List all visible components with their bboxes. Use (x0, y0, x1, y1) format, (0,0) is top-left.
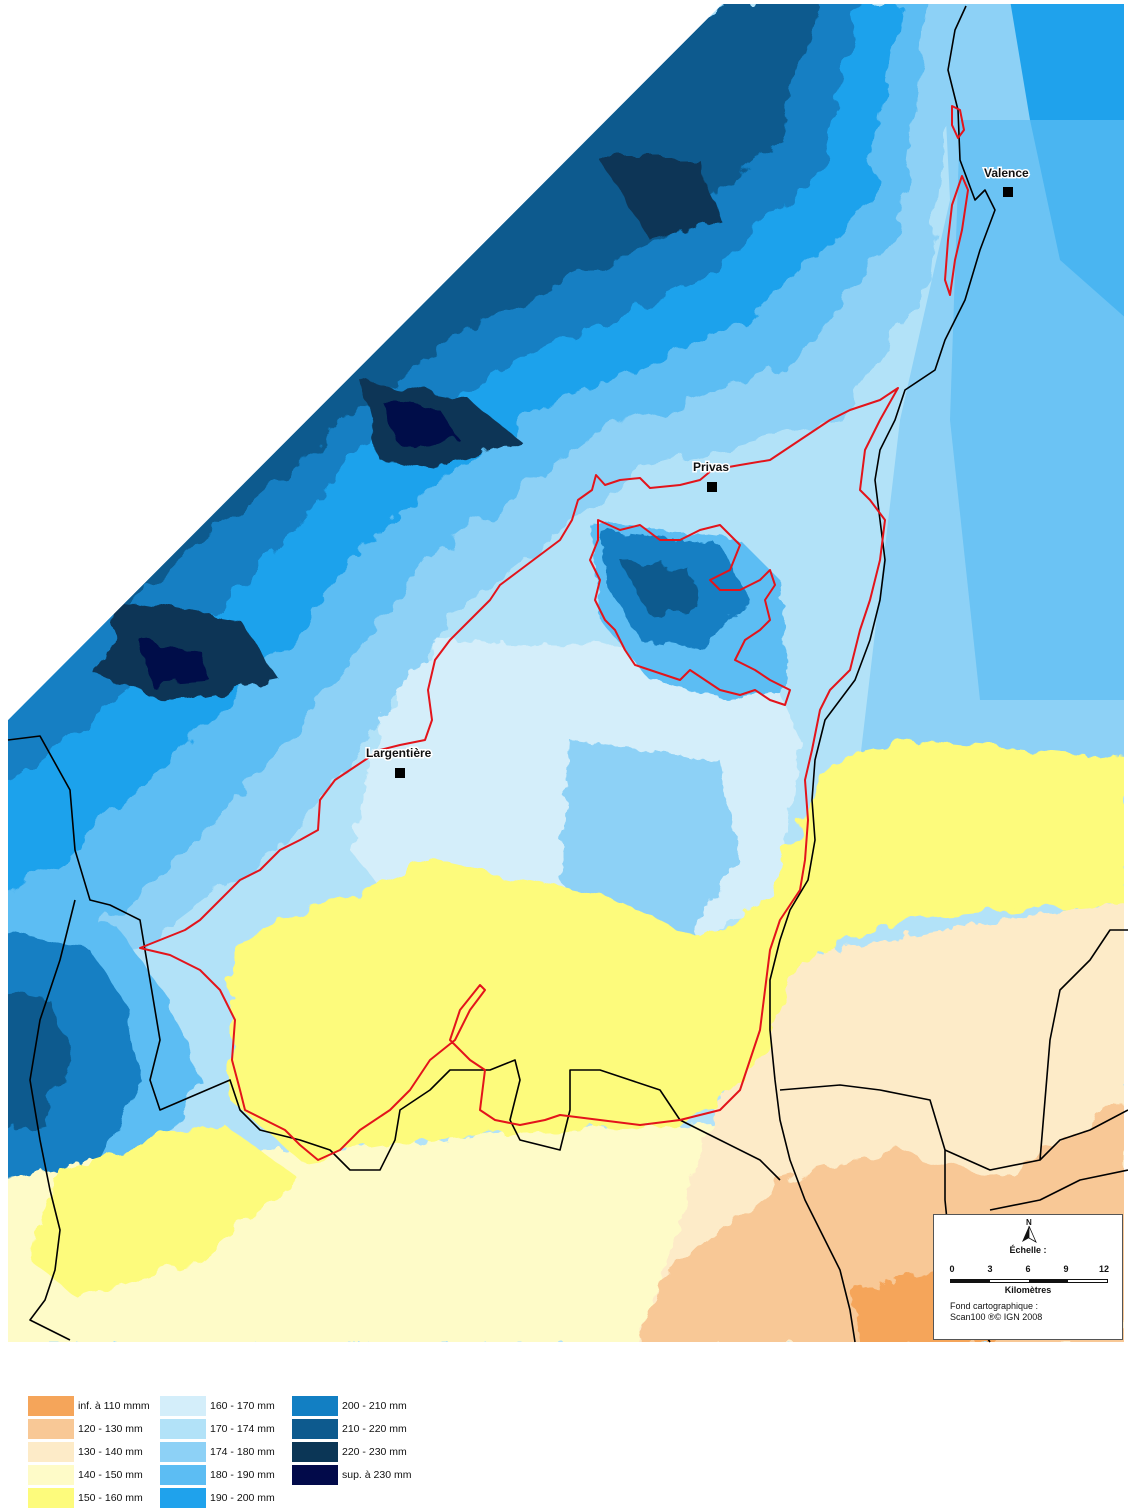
map-credit: Fond cartographique : Scan100 ®© IGN 200… (950, 1301, 1042, 1323)
legend-label: sup. à 230 mm (342, 1469, 412, 1481)
legend-swatch (160, 1465, 206, 1485)
credit-line: Fond cartographique : (950, 1301, 1039, 1311)
legend-swatch (28, 1488, 74, 1508)
credit-line: Scan100 ®© IGN 2008 (950, 1312, 1043, 1322)
city-valence: Valence (983, 165, 1031, 197)
scale-unit: Kilomètres (1004, 1285, 1052, 1295)
legend-swatch (28, 1465, 74, 1485)
legend-swatch (292, 1442, 338, 1462)
legend-label: 140 - 150 mm (78, 1469, 143, 1481)
legend-swatch (28, 1419, 74, 1439)
scale-tick: 9 (1063, 1264, 1069, 1274)
legend-swatch (292, 1419, 338, 1439)
svg-text:N: N (1026, 1218, 1032, 1227)
legend-label: inf. à 110 mmm (78, 1400, 150, 1412)
legend-label: 210 - 220 mm (342, 1423, 407, 1435)
scale-tick: 0 (949, 1264, 955, 1274)
legend-swatch (160, 1419, 206, 1439)
admin-boundaries (7, 5, 1128, 1343)
legend-swatch (160, 1396, 206, 1416)
precipitation-map: Valence Privas Largentière (7, 4, 1128, 1343)
legend-label: 190 - 200 mm (210, 1492, 275, 1504)
legend-swatch (292, 1396, 338, 1416)
legend-swatch (28, 1442, 74, 1462)
legend-label: 174 - 180 mm (210, 1446, 275, 1458)
scale-tick: 12 (1098, 1264, 1110, 1274)
city-privas: Privas (692, 459, 731, 492)
scale-title: Échelle : (1009, 1245, 1047, 1255)
legend-label: 170 - 174 mm (210, 1423, 275, 1435)
north-arrow-icon: N (1022, 1218, 1037, 1243)
legend-swatch (160, 1442, 206, 1462)
scale-bar (950, 1279, 1108, 1283)
scale-box: N Échelle : 0 3 6 9 12 Kilomètres Fond c… (933, 1214, 1123, 1340)
legend-label: 220 - 230 mm (342, 1446, 407, 1458)
legend-swatch (292, 1465, 338, 1485)
legend-label: 180 - 190 mm (210, 1469, 275, 1481)
legend-label: 130 - 140 mm (78, 1446, 143, 1458)
legend-label: 150 - 160 mm (78, 1492, 143, 1504)
park-boundary (139, 105, 969, 1161)
city-label-valence: Valence (984, 166, 1029, 180)
scale-tick: 6 (1025, 1264, 1031, 1274)
city-largentiere: Largentière (365, 745, 433, 778)
scale-tick: 3 (987, 1264, 993, 1274)
city-label-privas: Privas (693, 460, 729, 474)
city-markers: Valence Privas Largentière (365, 165, 1031, 778)
precipitation-raster (8, 4, 1124, 1342)
legend-swatch (28, 1396, 74, 1416)
legend-label: 200 - 210 mm (342, 1400, 407, 1412)
legend-swatch (160, 1488, 206, 1508)
legend-label: 160 - 170 mm (210, 1400, 275, 1412)
city-label-largentiere: Largentière (366, 746, 432, 760)
legend-label: 120 - 130 mm (78, 1423, 143, 1435)
